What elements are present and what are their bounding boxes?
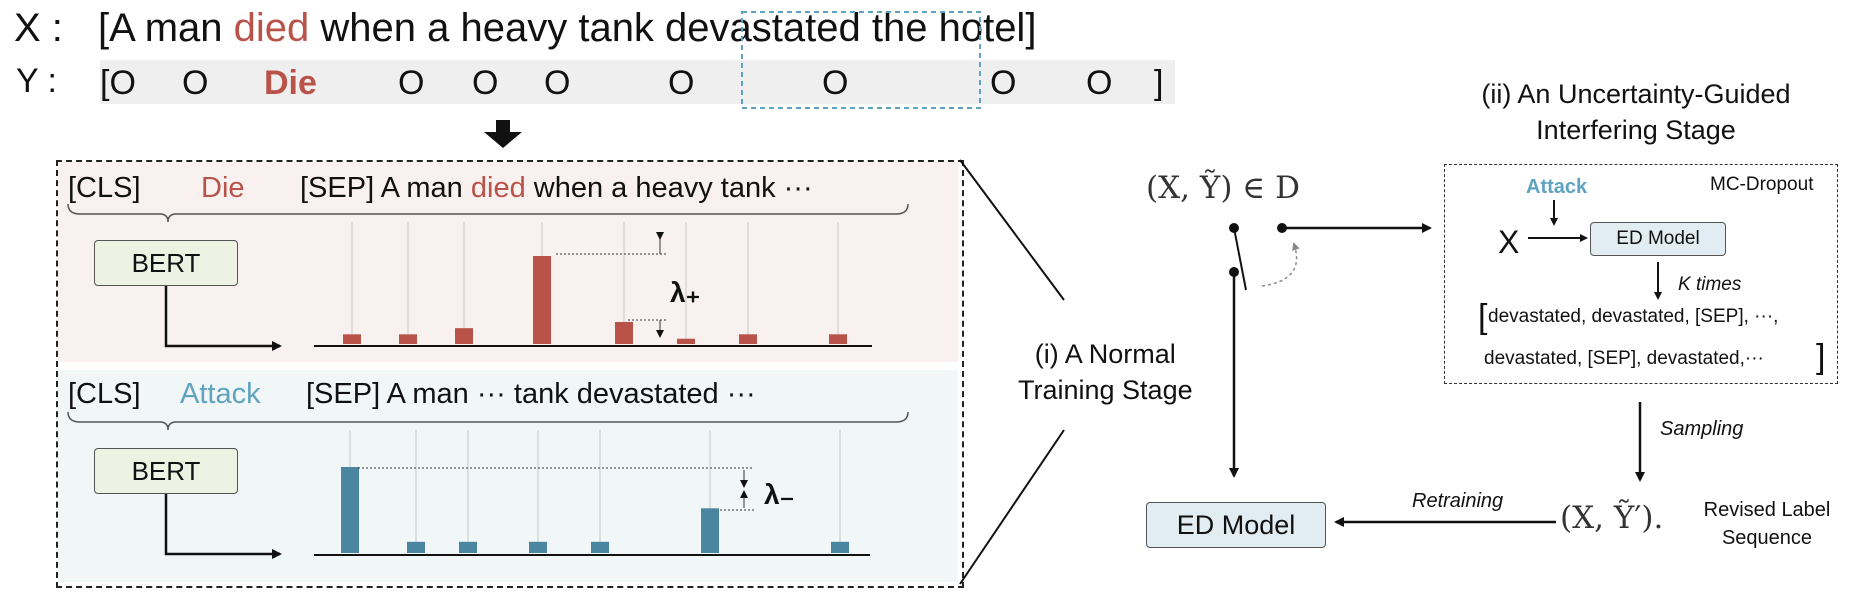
attack-prompt-label: Attack: [1526, 176, 1588, 198]
top-context-suffix: when a heavy tank ···: [525, 172, 813, 204]
sentence-seg3: the hotel: [860, 6, 1026, 50]
bert-bottom-arrow: [164, 494, 282, 559]
stage2-line2: Interfering Stage: [1536, 115, 1736, 145]
lambda-minus-marker: [358, 467, 754, 511]
revised-label-caption: Revised Label Sequence: [1692, 496, 1842, 552]
down-arrow-icon: [484, 120, 522, 148]
bottom-probability-bars: [341, 430, 849, 553]
bert-box-bottom: BERT: [94, 448, 238, 494]
top-cls-token: [CLS]: [68, 172, 141, 204]
mc-ed-model-box: ED Model: [1590, 222, 1726, 256]
dataset-expression: (X, Ỹ) ∈ D: [1146, 170, 1300, 206]
revised-label-line2: Sequence: [1721, 527, 1813, 549]
top-probability-bars: [343, 222, 847, 344]
probability-bar: [615, 322, 633, 344]
stage2-label: (ii) An Uncertainty-Guided Interfering S…: [1460, 76, 1812, 148]
prompt-panels-border: [56, 160, 964, 588]
bottom-context: [SEP] A man ··· tank devastated ···: [306, 378, 756, 410]
label-token-die: Die: [264, 64, 317, 102]
probability-bar: [529, 541, 547, 553]
probability-bar: [701, 508, 719, 553]
probability-bar: [533, 256, 551, 344]
k-times-label: K times: [1678, 274, 1742, 295]
zoom-line-top: [959, 159, 1065, 301]
top-context-prefix: [SEP] A man: [300, 172, 471, 204]
bottom-cls-token: [CLS]: [68, 378, 141, 410]
probability-bar: [343, 334, 361, 344]
mc-dropout-box: [1444, 164, 1838, 384]
sentence-seg2: when a heavy tank: [309, 6, 666, 50]
x-label: X :: [14, 6, 63, 50]
label-token: O: [990, 64, 1017, 102]
mc-input-x: X: [1498, 224, 1520, 260]
top-context: [SEP] A man died when a heavy tank ···: [300, 172, 813, 205]
top-event-type: Die: [201, 172, 245, 204]
sampling-label: Sampling: [1660, 418, 1744, 440]
y-label: Y :: [16, 62, 57, 100]
label-token: O: [668, 64, 695, 102]
revised-expression: (X, Ỹ′).: [1560, 500, 1664, 536]
stage1-line2: Training Stage: [1018, 375, 1193, 405]
bert-box-top: BERT: [94, 240, 238, 286]
label-token: ]: [1154, 64, 1164, 102]
label-token: O: [182, 64, 209, 102]
label-token: O: [544, 64, 571, 102]
lambda-minus: λ₋: [764, 479, 795, 510]
label-sequence-strip: [100, 60, 1175, 104]
trigger-word: died: [233, 6, 310, 50]
probability-bar: [829, 334, 847, 344]
probability-bar: [739, 334, 757, 344]
probability-bar: [399, 334, 417, 344]
probability-bar: [455, 328, 473, 344]
mc-output-open-bracket: [: [1478, 298, 1488, 336]
label-token: O: [472, 64, 499, 102]
bottom-brace: [67, 411, 909, 431]
sentence-close-bracket: ]: [1025, 6, 1037, 50]
revised-label-line1: Revised Label: [1703, 499, 1831, 521]
switch-toggle-arrow: [1261, 242, 1300, 287]
probability-bar: [407, 541, 425, 553]
zoom-line-bottom: [959, 429, 1065, 585]
retraining-label: Retraining: [1412, 490, 1504, 512]
ed-model-box: ED Model: [1146, 502, 1326, 548]
sentence-seg1: A man: [109, 6, 234, 50]
lambda-plus: λ₊: [670, 277, 701, 308]
probability-bar: [677, 338, 695, 344]
label-token: O: [822, 64, 849, 102]
probability-bar: [459, 541, 477, 553]
stage1-line1: (i) A Normal: [1034, 339, 1176, 369]
mc-output-line1: devastated, devastated, [SEP], ···,: [1488, 306, 1779, 327]
lambda-plus-marker: [556, 232, 668, 338]
sentence-open-bracket: [: [98, 6, 110, 50]
top-brace: [67, 203, 909, 223]
boxed-word-highlight: [741, 11, 981, 109]
label-token: O: [398, 64, 425, 102]
probability-bar: [341, 467, 359, 553]
stage1-label: (i) A Normal Training Stage: [1018, 336, 1193, 408]
probability-bar: [831, 541, 849, 553]
label-token: [O: [100, 64, 136, 102]
boxed-word: devastated: [665, 6, 861, 50]
stage2-line1: (ii) An Uncertainty-Guided: [1481, 79, 1791, 109]
switch-lever: [1233, 227, 1247, 291]
bert-top-arrow: [164, 286, 282, 351]
label-token: O: [1086, 64, 1113, 102]
top-trigger: died: [470, 172, 526, 204]
input-sentence: [A man died when a heavy tank devastated…: [98, 6, 1036, 51]
probability-bar: [591, 541, 609, 553]
mc-output-line2: devastated, [SEP], devastated,···: [1484, 348, 1764, 369]
mc-output-close-bracket: ]: [1816, 338, 1826, 376]
bottom-event-type: Attack: [180, 378, 261, 410]
mc-dropout-title: MC-Dropout: [1710, 174, 1814, 195]
